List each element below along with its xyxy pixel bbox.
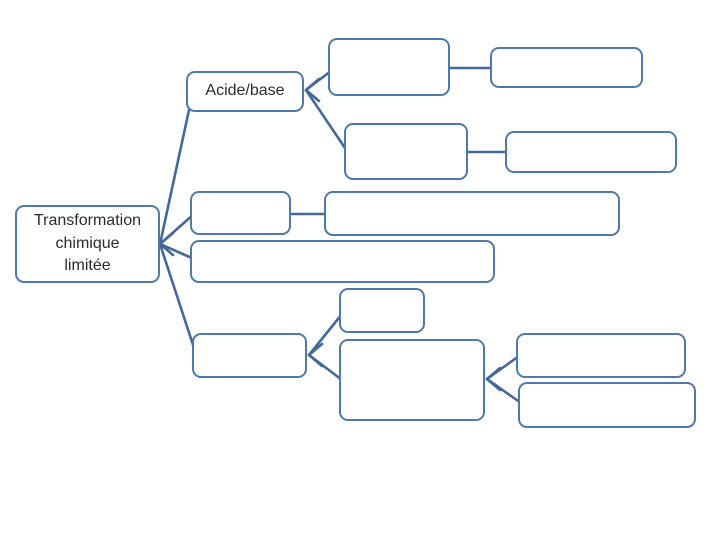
arrowhead-into-bottom-left bbox=[307, 342, 324, 368]
node-bottom-small-top bbox=[339, 288, 425, 333]
node-bottom-big bbox=[339, 339, 485, 421]
node-top-row-2-right bbox=[505, 131, 677, 173]
node-middle-small bbox=[190, 191, 291, 235]
node-top-row-1-left bbox=[328, 38, 450, 96]
connector-acide-base-to-top-row-2 bbox=[304, 88, 349, 153]
node-acide-base-label: Acide/base bbox=[205, 82, 285, 100]
arrowhead-into-bottom-big bbox=[485, 366, 502, 392]
node-transformation-chimique-limitee: Transformation chimique limitée bbox=[15, 205, 160, 283]
node-bottom-right-bottom bbox=[518, 382, 696, 428]
connector-root-to-middle-long bbox=[158, 242, 196, 261]
node-acide-base: Acide/base bbox=[186, 71, 304, 112]
node-middle-wide bbox=[324, 191, 620, 236]
node-top-row-1-right bbox=[490, 47, 643, 88]
connector-root-to-bottom-left bbox=[158, 242, 197, 353]
node-bottom-right-top bbox=[516, 333, 686, 378]
node-transformation-chimique-limitee-label: Transformation chimique limitée bbox=[34, 211, 141, 275]
connector-root-to-acide-base bbox=[158, 108, 191, 246]
node-bottom-left bbox=[192, 333, 307, 378]
arrowhead-into-acide-base bbox=[304, 77, 321, 103]
arrowhead-into-root bbox=[158, 231, 175, 257]
node-top-row-2-left bbox=[344, 123, 468, 180]
node-middle-long bbox=[190, 240, 495, 283]
connector-bottom-left-to-small-top bbox=[307, 312, 344, 357]
